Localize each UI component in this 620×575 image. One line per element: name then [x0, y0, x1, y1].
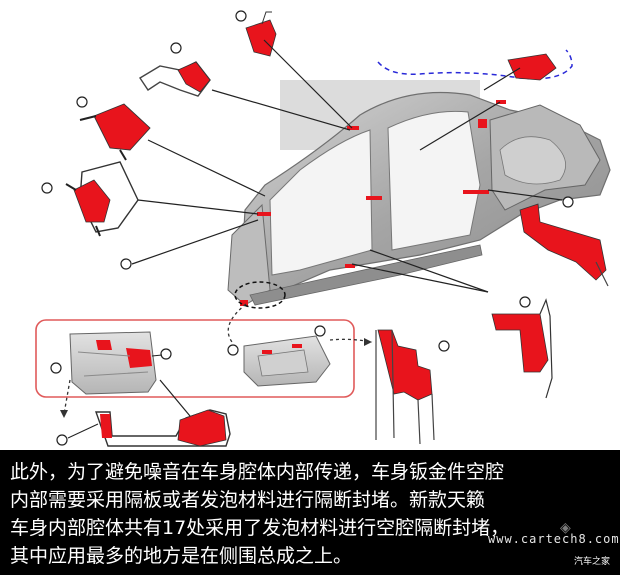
- callout-number-icon: [235, 10, 247, 22]
- arrow-head: [60, 410, 68, 418]
- callout-number-icon: [438, 340, 450, 352]
- caption-line: 此外，为了避免噪音在车身腔体内部传递，车身钣金件空腔: [10, 461, 505, 483]
- box-to-section-arrow: [159, 379, 191, 417]
- detail-part-10: [519, 196, 609, 287]
- callout-number-icon: [314, 325, 326, 337]
- caption-line: 内部需要采用隔板或者发泡材料进行隔断封堵。新款天籁: [10, 489, 486, 511]
- section-panel-right: [227, 325, 331, 387]
- caption-panel: 此外，为了避免噪音在车身腔体内部传递，车身钣金件空腔 内部需要采用隔板或者发泡材…: [0, 450, 620, 575]
- car-side-body: [227, 91, 611, 306]
- callout-number-icon: [120, 258, 132, 270]
- callout-number-icon: [519, 296, 531, 308]
- detail-part-1: [76, 96, 151, 161]
- callout-number-icon: [41, 182, 53, 194]
- callout-number-icon: [76, 96, 88, 108]
- watermark-site: www.cartech8.com: [488, 532, 620, 546]
- callout-number-icon: [562, 196, 574, 208]
- detail-part-top-right: [507, 53, 557, 81]
- callout-number-icon: [50, 362, 62, 374]
- callout-number-icon: [170, 42, 182, 54]
- watermark-logo-icon: ◈: [560, 520, 571, 536]
- section-panel-left: [69, 331, 172, 395]
- sill-highlight-circle: [234, 281, 286, 309]
- car-body-foam-baffle-diagram: [35, 10, 611, 447]
- detail-part-8: [41, 161, 139, 237]
- callout-number-icon: [56, 434, 68, 446]
- watermark: ◈ www.cartech8.com 汽车之家: [488, 518, 619, 572]
- detail-part-9: [235, 10, 277, 57]
- detail-part-2: [139, 42, 211, 97]
- leader-lines: [131, 39, 563, 293]
- caption-line: 车身内部腔体共有17处采用了发泡材料进行空腔隔断封堵，: [10, 517, 510, 539]
- detail-part-vertical-section: [375, 329, 450, 445]
- callout-number-icon: [227, 344, 239, 356]
- arrow-head: [364, 338, 372, 346]
- body-baffle-markers: [240, 100, 506, 306]
- caption-line: 其中应用最多的地方是在侧围总成之上。: [10, 545, 353, 567]
- detail-part-7: [491, 296, 553, 399]
- detail-part-u-section: [56, 409, 231, 447]
- callout-number-icon: [160, 348, 172, 360]
- watermark-name: 汽车之家: [574, 557, 611, 567]
